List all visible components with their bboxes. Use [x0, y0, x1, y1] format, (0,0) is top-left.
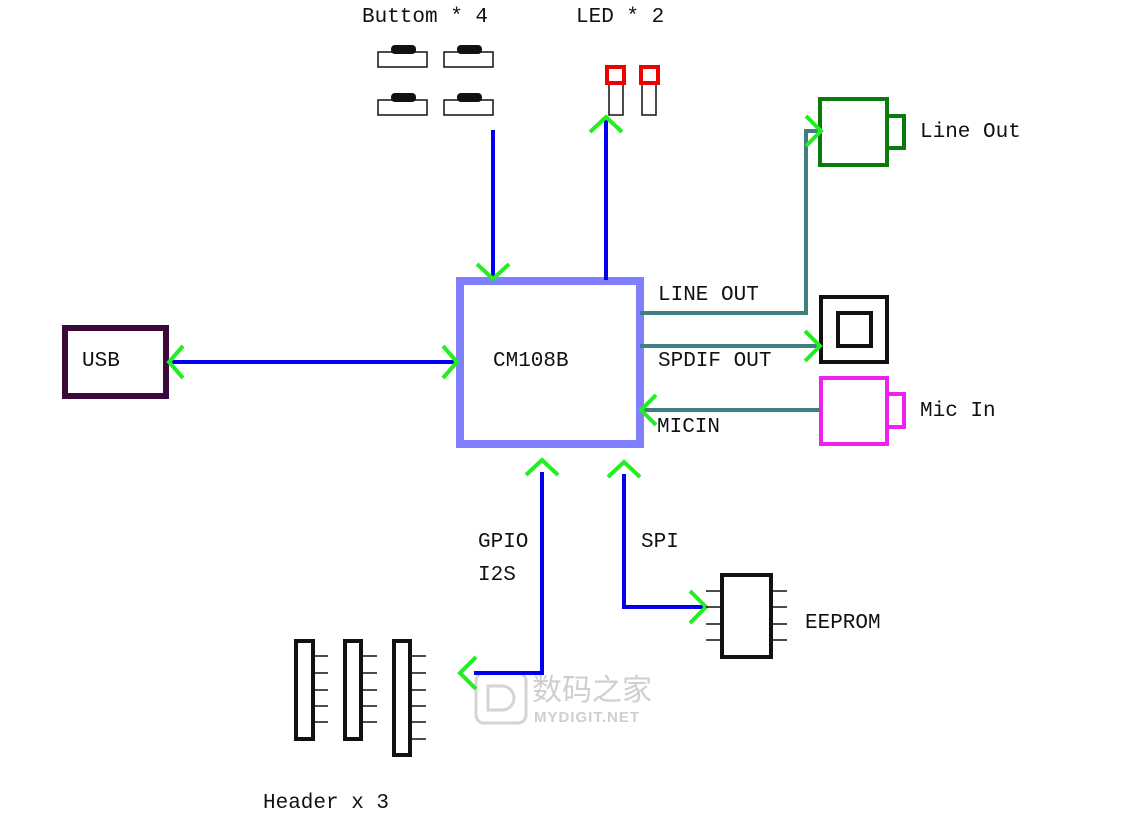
eeprom-chip — [706, 573, 787, 659]
line-out-jack-label: Line Out — [920, 121, 1021, 144]
gpio-i2s-bus-line — [474, 472, 544, 675]
usb-arrow-left-icon — [166, 344, 185, 380]
watermark: 数码之家 MYDIGIT.NET — [474, 671, 652, 726]
usb-label: USB — [82, 350, 120, 373]
spi-arrow-up-icon — [606, 459, 642, 479]
headers-label: Header x 3 — [263, 792, 389, 815]
watermark-logo-icon — [474, 671, 528, 725]
buttons-group — [377, 45, 494, 116]
buttons-label: Buttom * 4 — [362, 6, 488, 29]
spdif-arrow-icon — [803, 329, 823, 363]
header-1 — [294, 639, 328, 741]
line-out-signal-label: LINE OUT — [658, 284, 759, 307]
mic-in-jack — [819, 376, 906, 446]
spdif-signal-label: SPDIF OUT — [658, 350, 771, 373]
led-1 — [605, 65, 626, 116]
button-4 — [443, 93, 494, 116]
leds-arrow-up-icon — [588, 114, 624, 134]
button-3 — [377, 93, 428, 116]
header-3 — [392, 639, 426, 757]
button-1 — [377, 45, 428, 68]
led-2 — [639, 65, 660, 116]
cm108b-chip — [456, 277, 644, 448]
eeprom-label: EEPROM — [805, 612, 881, 635]
spi-bus-line — [622, 474, 703, 609]
usb-connector — [62, 325, 169, 399]
chip-label: CM108B — [493, 350, 569, 373]
headers-group — [294, 639, 426, 757]
line-out-signal-line — [640, 129, 818, 315]
leds-group — [605, 65, 660, 116]
line-out-arrow-icon — [804, 114, 824, 148]
gpio-label: GPIO — [478, 531, 528, 554]
watermark-en: MYDIGIT.NET — [534, 709, 640, 726]
mic-in-signal-label: MICIN — [657, 416, 720, 439]
mic-in-jack-label: Mic In — [920, 400, 996, 423]
header-2 — [343, 639, 377, 741]
headers-arrow-left-icon — [457, 655, 478, 691]
mic-in-arrow-icon — [638, 393, 658, 427]
buttons-arrow-down-icon — [475, 262, 511, 282]
line-out-jack — [818, 97, 906, 167]
button-2 — [443, 45, 494, 68]
spdif-connector — [819, 295, 889, 364]
usb-arrow-right-icon — [441, 344, 460, 380]
watermark-cn: 数码之家 — [532, 673, 652, 708]
gpio-arrow-up-icon — [524, 457, 560, 477]
leds-label: LED * 2 — [576, 6, 664, 29]
spi-label: SPI — [641, 531, 679, 554]
i2s-label: I2S — [478, 564, 516, 587]
